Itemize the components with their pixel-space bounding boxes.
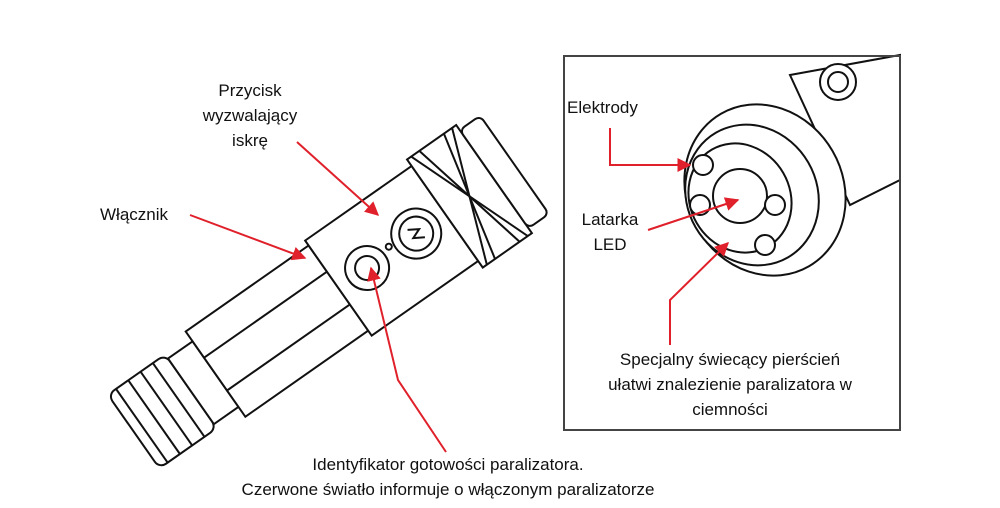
label-line: Przycisk — [218, 81, 282, 100]
switch-label: Włącznik — [100, 205, 169, 224]
label-line: LED — [593, 235, 627, 254]
label-line: iskrę — [232, 131, 268, 150]
label-line: wyzwalający — [202, 106, 298, 125]
label-line: ciemności — [692, 400, 768, 419]
ring-arrow — [669, 242, 729, 345]
label-line: ułatwi znalezienie paralizatora w — [608, 375, 852, 394]
switch-arrow — [189, 214, 307, 261]
label-line: Specjalny świecący pierścień — [619, 350, 841, 369]
indicator-arrow — [367, 266, 447, 453]
flashlight-body — [109, 116, 548, 467]
label-line: Latarka — [581, 210, 639, 229]
trigger-button-label: Przycisk wyzwalający iskrę — [203, 78, 297, 153]
inset-frame — [563, 55, 901, 431]
label-line: Czerwone światło informuje o włączonym p… — [241, 480, 655, 499]
indicator-label: Identyfikator gotowości paralizatora. Cz… — [242, 452, 655, 502]
trigger-arrow — [296, 141, 380, 216]
electrodes-arrow — [609, 128, 692, 172]
ring-label: Specjalny świecący pierścień ułatwi znal… — [608, 347, 852, 422]
inset-flashlight-head — [683, 53, 901, 277]
led-label: Latarka LED — [582, 207, 639, 257]
label-line: Identyfikator gotowości paralizatora. — [312, 455, 584, 474]
callout-arrows — [189, 128, 740, 453]
electrodes-label: Elektrody — [567, 98, 638, 117]
led-arrow — [647, 197, 740, 231]
